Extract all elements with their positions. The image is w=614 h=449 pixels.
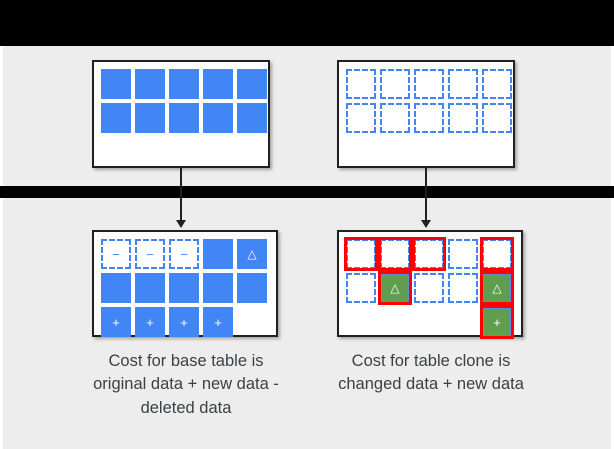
table-cell-dashed bbox=[346, 69, 376, 99]
table-cell-dashed bbox=[414, 69, 444, 99]
grid-row bbox=[101, 69, 267, 99]
table-cell-dashed bbox=[346, 103, 376, 133]
table-cell-solid bbox=[237, 69, 267, 99]
right-rail-upper bbox=[611, 46, 614, 186]
table-cell-dashed bbox=[344, 237, 378, 271]
minus-icon: − bbox=[112, 246, 120, 262]
table-cell-dashed bbox=[448, 239, 478, 269]
table-cell-empty bbox=[380, 307, 410, 337]
table-cell-dashed: − bbox=[135, 239, 165, 269]
table-cell-empty bbox=[414, 307, 444, 337]
table-cell-empty bbox=[448, 307, 478, 337]
table-cell-dashed bbox=[480, 237, 514, 271]
table-cell-solid bbox=[203, 239, 233, 269]
grid-row bbox=[344, 237, 514, 271]
table-cell-dashed bbox=[448, 273, 478, 303]
table-cell-solid: + bbox=[101, 307, 131, 337]
table-cell-solid bbox=[203, 103, 233, 133]
table-cell-solid: + bbox=[169, 307, 199, 337]
grid-row: + bbox=[346, 305, 514, 339]
panel-base-table-after: − − − △ + + + + bbox=[92, 230, 278, 337]
plus-icon: + bbox=[112, 314, 120, 330]
triangle-icon: △ bbox=[390, 281, 400, 295]
grid-row bbox=[346, 69, 512, 99]
table-cell-dashed bbox=[414, 273, 444, 303]
plus-icon: + bbox=[493, 314, 501, 330]
grid-row bbox=[101, 103, 267, 133]
grid-row: − − − △ bbox=[101, 239, 267, 269]
table-cell-dashed bbox=[448, 103, 478, 133]
table-cell-solid bbox=[203, 69, 233, 99]
table-cell-solid bbox=[169, 273, 199, 303]
plus-icon: + bbox=[214, 314, 222, 330]
table-cell-solid bbox=[101, 273, 131, 303]
plus-icon: + bbox=[180, 314, 188, 330]
minus-icon: − bbox=[180, 246, 188, 262]
table-cell-dashed bbox=[482, 103, 512, 133]
left-rail-upper bbox=[0, 46, 3, 186]
grid-table-clone-original bbox=[346, 69, 512, 133]
table-cell-solid bbox=[203, 273, 233, 303]
triangle-icon: △ bbox=[247, 247, 257, 261]
table-cell-dashed: − bbox=[169, 239, 199, 269]
table-cell-solid bbox=[101, 69, 131, 99]
table-cell-dashed bbox=[412, 237, 446, 271]
arrow-head bbox=[421, 220, 431, 228]
grid-base-table-after: − − − △ + + + + bbox=[101, 239, 267, 337]
grid-row: + + + + bbox=[101, 307, 267, 337]
triangle-icon: △ bbox=[492, 281, 502, 295]
arrow-table-clone bbox=[420, 168, 432, 228]
table-cell-dashed bbox=[414, 103, 444, 133]
arrow-base-table bbox=[175, 168, 187, 228]
panel-base-table-original bbox=[92, 60, 270, 168]
arrow-shaft bbox=[180, 168, 182, 221]
grid-row bbox=[346, 103, 512, 133]
table-cell-solid bbox=[237, 273, 267, 303]
right-rail-lower bbox=[611, 198, 614, 449]
grid-base-table-original bbox=[101, 69, 267, 133]
left-rail-lower bbox=[0, 198, 3, 449]
minus-icon: − bbox=[146, 246, 154, 262]
table-cell-green: △ bbox=[480, 271, 514, 305]
table-cell-solid bbox=[237, 103, 267, 133]
table-cell-solid: △ bbox=[237, 239, 267, 269]
grid-row: △△ bbox=[346, 271, 514, 305]
table-cell-empty bbox=[346, 307, 376, 337]
table-cell-solid bbox=[101, 103, 131, 133]
panel-table-clone-original bbox=[337, 60, 515, 168]
table-cell-solid bbox=[169, 69, 199, 99]
table-cell-green: △ bbox=[378, 271, 412, 305]
panel-table-clone-after: △△+ bbox=[337, 230, 523, 339]
table-cell-dashed bbox=[380, 69, 410, 99]
grid-row bbox=[101, 273, 267, 303]
grid-table-clone-after: △△+ bbox=[344, 237, 514, 339]
table-cell-solid bbox=[169, 103, 199, 133]
plus-icon: + bbox=[146, 314, 154, 330]
table-cell-empty bbox=[237, 307, 267, 337]
table-cell-dashed bbox=[380, 103, 410, 133]
caption-base-table: Cost for base table is original data + n… bbox=[93, 352, 279, 417]
table-cell-solid bbox=[135, 273, 165, 303]
table-cell-solid: + bbox=[135, 307, 165, 337]
table-cell-solid bbox=[135, 103, 165, 133]
table-cell-solid bbox=[135, 69, 165, 99]
table-cell-dashed bbox=[448, 69, 478, 99]
table-cell-dashed bbox=[378, 237, 412, 271]
table-cell-dashed bbox=[482, 69, 512, 99]
caption-table-clone: Cost for table clone is changed data + n… bbox=[338, 352, 524, 394]
table-cell-dashed: − bbox=[101, 239, 131, 269]
table-cell-solid: + bbox=[203, 307, 233, 337]
arrow-shaft bbox=[425, 168, 427, 221]
table-cell-dashed bbox=[346, 273, 376, 303]
arrow-head bbox=[176, 220, 186, 228]
table-cell-green: + bbox=[480, 305, 514, 339]
